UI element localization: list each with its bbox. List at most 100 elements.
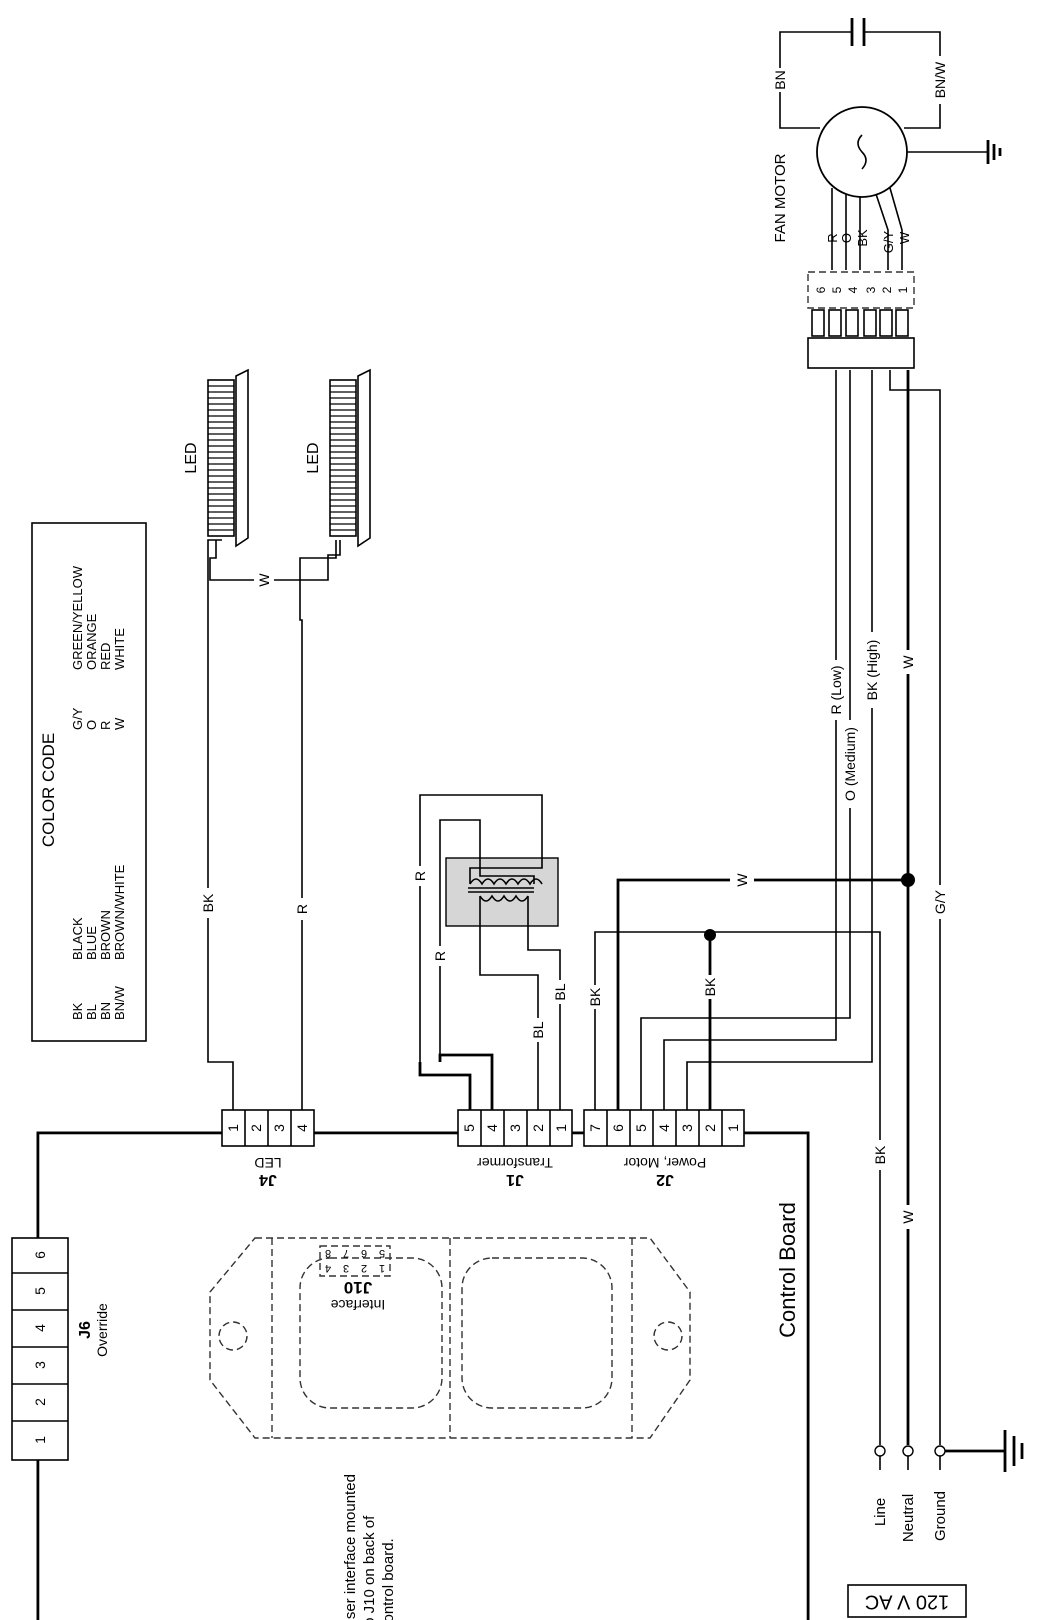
svg-text:2: 2 bbox=[248, 1124, 264, 1132]
svg-text:2: 2 bbox=[880, 286, 894, 293]
svg-text:2: 2 bbox=[702, 1124, 718, 1132]
svg-text:3: 3 bbox=[864, 286, 878, 293]
svg-text:BK: BK bbox=[70, 1002, 85, 1020]
svg-text:LED: LED bbox=[305, 442, 322, 473]
j4-id: J4 bbox=[259, 1171, 277, 1188]
fan-connector: 6 5 4 3 2 1 bbox=[807, 271, 915, 369]
j4-name: LED bbox=[254, 1155, 281, 1171]
svg-text:BN/W: BN/W bbox=[932, 61, 948, 98]
svg-text:control board.: control board. bbox=[380, 1538, 397, 1620]
svg-text:1: 1 bbox=[379, 1262, 385, 1274]
junction-dot bbox=[704, 929, 716, 941]
svg-text:7: 7 bbox=[587, 1124, 603, 1132]
color-code-legend: COLOR CODE BK BLACK BL BLUE BN BROWN BN/… bbox=[31, 522, 147, 1042]
svg-text:R: R bbox=[412, 871, 428, 881]
svg-text:G/Y: G/Y bbox=[932, 889, 948, 914]
svg-text:BL: BL bbox=[530, 1021, 546, 1038]
color-code-title: COLOR CODE bbox=[39, 733, 58, 847]
transformer: R R BL BL bbox=[408, 794, 572, 1110]
j1-connector: 5 4 3 2 1 J1 Transformer bbox=[457, 1109, 573, 1188]
svg-text:W: W bbox=[734, 873, 750, 887]
svg-text:BL: BL bbox=[552, 983, 568, 1000]
j10-name: Interface bbox=[331, 1297, 386, 1313]
svg-text:W: W bbox=[900, 1210, 916, 1224]
svg-text:5: 5 bbox=[830, 286, 844, 293]
svg-text:1: 1 bbox=[725, 1124, 741, 1132]
svg-text:3: 3 bbox=[679, 1124, 695, 1132]
svg-text:G/Y: G/Y bbox=[70, 707, 85, 730]
svg-text:ORANGE: ORANGE bbox=[84, 613, 99, 670]
line-label: Line bbox=[872, 1498, 889, 1526]
svg-text:GREEN/YELLOW: GREEN/YELLOW bbox=[70, 565, 85, 670]
svg-text:4: 4 bbox=[484, 1124, 500, 1132]
svg-text:R: R bbox=[294, 904, 310, 914]
svg-text:WHITE: WHITE bbox=[112, 628, 127, 670]
motor-wiring: BK W BK R (Low) O (Medium) BK (High) bbox=[583, 370, 908, 1110]
svg-text:4: 4 bbox=[294, 1124, 310, 1132]
fan-motor-title: FAN MOTOR bbox=[772, 153, 789, 242]
svg-text:R (Low): R (Low) bbox=[828, 665, 844, 714]
svg-text:W: W bbox=[900, 655, 916, 669]
svg-text:3: 3 bbox=[271, 1124, 287, 1132]
svg-text:8: 8 bbox=[325, 1247, 331, 1259]
svg-text:2: 2 bbox=[32, 1398, 48, 1406]
svg-text:R: R bbox=[98, 721, 113, 730]
neutral-junction-dot bbox=[901, 873, 915, 887]
j2-name: Power, Motor bbox=[623, 1155, 706, 1171]
supply-wiring: BK W W G/Y Line Neutral Ground bbox=[868, 370, 1024, 1542]
svg-text:O: O bbox=[84, 720, 99, 730]
svg-text:1: 1 bbox=[553, 1124, 569, 1132]
svg-text:BROWN: BROWN bbox=[98, 910, 113, 960]
svg-text:BK: BK bbox=[587, 987, 603, 1006]
svg-text:BLACK: BLACK bbox=[70, 917, 85, 960]
led-strip-1: LED bbox=[183, 368, 249, 548]
svg-text:BK: BK bbox=[200, 893, 216, 912]
ground-label: Ground bbox=[932, 1491, 949, 1541]
svg-text:to J10 on back of: to J10 on back of bbox=[361, 1515, 378, 1620]
svg-text:RED: RED bbox=[98, 643, 113, 670]
j2-id: J2 bbox=[656, 1171, 674, 1188]
svg-text:BLUE: BLUE bbox=[84, 926, 99, 960]
led-wiring: W BK R bbox=[196, 539, 341, 1110]
control-board-title: Control Board bbox=[775, 1202, 800, 1338]
svg-text:7: 7 bbox=[343, 1247, 349, 1259]
j1-id: J1 bbox=[506, 1171, 524, 1188]
svg-text:R: R bbox=[432, 951, 448, 961]
svg-text:3: 3 bbox=[507, 1124, 523, 1132]
control-board-outline: Control Board bbox=[36, 1131, 810, 1620]
svg-text:O: O bbox=[839, 233, 854, 243]
svg-text:6: 6 bbox=[610, 1124, 626, 1132]
j1-name: Transformer bbox=[477, 1155, 553, 1171]
voltage-banner: 120 V AC bbox=[847, 1584, 967, 1618]
user-interface-outline: 8 7 6 5 4 3 2 1 Interface J10 bbox=[209, 1237, 691, 1439]
j10-id: J10 bbox=[344, 1278, 372, 1297]
svg-text:3: 3 bbox=[343, 1262, 349, 1274]
svg-text:5: 5 bbox=[461, 1124, 477, 1132]
svg-text:W: W bbox=[897, 231, 912, 244]
svg-text:LED: LED bbox=[183, 442, 200, 473]
led-strip-2: LED bbox=[305, 368, 371, 548]
svg-text:W: W bbox=[256, 573, 272, 587]
j6-name: Override bbox=[94, 1303, 110, 1357]
voltage-banner-text: 120 V AC bbox=[865, 1591, 950, 1613]
svg-text:4: 4 bbox=[846, 286, 860, 293]
svg-text:BN: BN bbox=[98, 1002, 113, 1020]
svg-text:5: 5 bbox=[379, 1247, 385, 1259]
svg-text:BK: BK bbox=[702, 977, 718, 996]
svg-text:1: 1 bbox=[225, 1124, 241, 1132]
svg-text:6: 6 bbox=[361, 1247, 367, 1259]
svg-text:4: 4 bbox=[656, 1124, 672, 1132]
svg-text:3: 3 bbox=[32, 1361, 48, 1369]
svg-text:5: 5 bbox=[633, 1124, 649, 1132]
svg-text:BK: BK bbox=[872, 1145, 888, 1164]
svg-text:1: 1 bbox=[896, 286, 910, 293]
j10-connector: 8 7 6 5 4 3 2 1 Interface J10 bbox=[319, 1245, 391, 1313]
svg-text:5: 5 bbox=[32, 1287, 48, 1295]
fan-motor: BN BN/W FAN MOTOR R O BK G/Y W bbox=[768, 18, 1002, 270]
neutral-label: Neutral bbox=[900, 1494, 917, 1542]
svg-text:BN: BN bbox=[772, 70, 788, 89]
svg-text:R: R bbox=[825, 233, 840, 242]
svg-text:BN/W: BN/W bbox=[112, 985, 127, 1020]
svg-text:BK (High): BK (High) bbox=[864, 640, 880, 701]
svg-text:4: 4 bbox=[32, 1324, 48, 1332]
